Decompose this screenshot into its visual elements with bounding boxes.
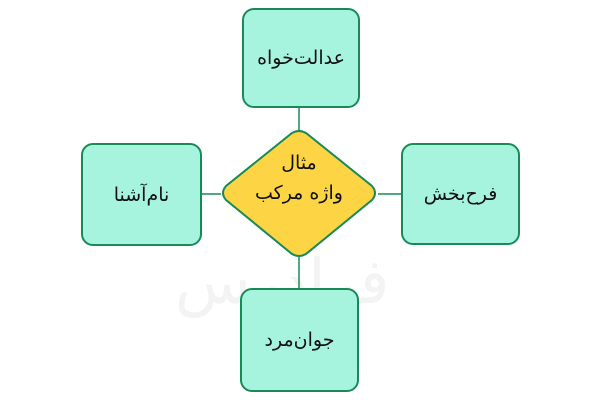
node-top-label: عدالت‌خواه (257, 47, 345, 69)
node-right: فرح‌بخش (401, 143, 520, 245)
node-bottom: جوان‌مرد (240, 288, 359, 392)
node-top: عدالت‌خواه (242, 8, 360, 108)
center-diamond-shape (222, 130, 376, 257)
node-left: نام‌آشنا (81, 143, 202, 246)
center-diamond (222, 130, 376, 257)
node-bottom-label: جوان‌مرد (264, 329, 335, 351)
node-right-label: فرح‌بخش (423, 183, 498, 205)
center-label: مثال واژه مرکب (219, 148, 379, 208)
node-left-label: نام‌آشنا (113, 183, 170, 206)
center-label-line2: واژه مرکب (255, 182, 343, 204)
center-label-line1: مثال (281, 152, 317, 174)
